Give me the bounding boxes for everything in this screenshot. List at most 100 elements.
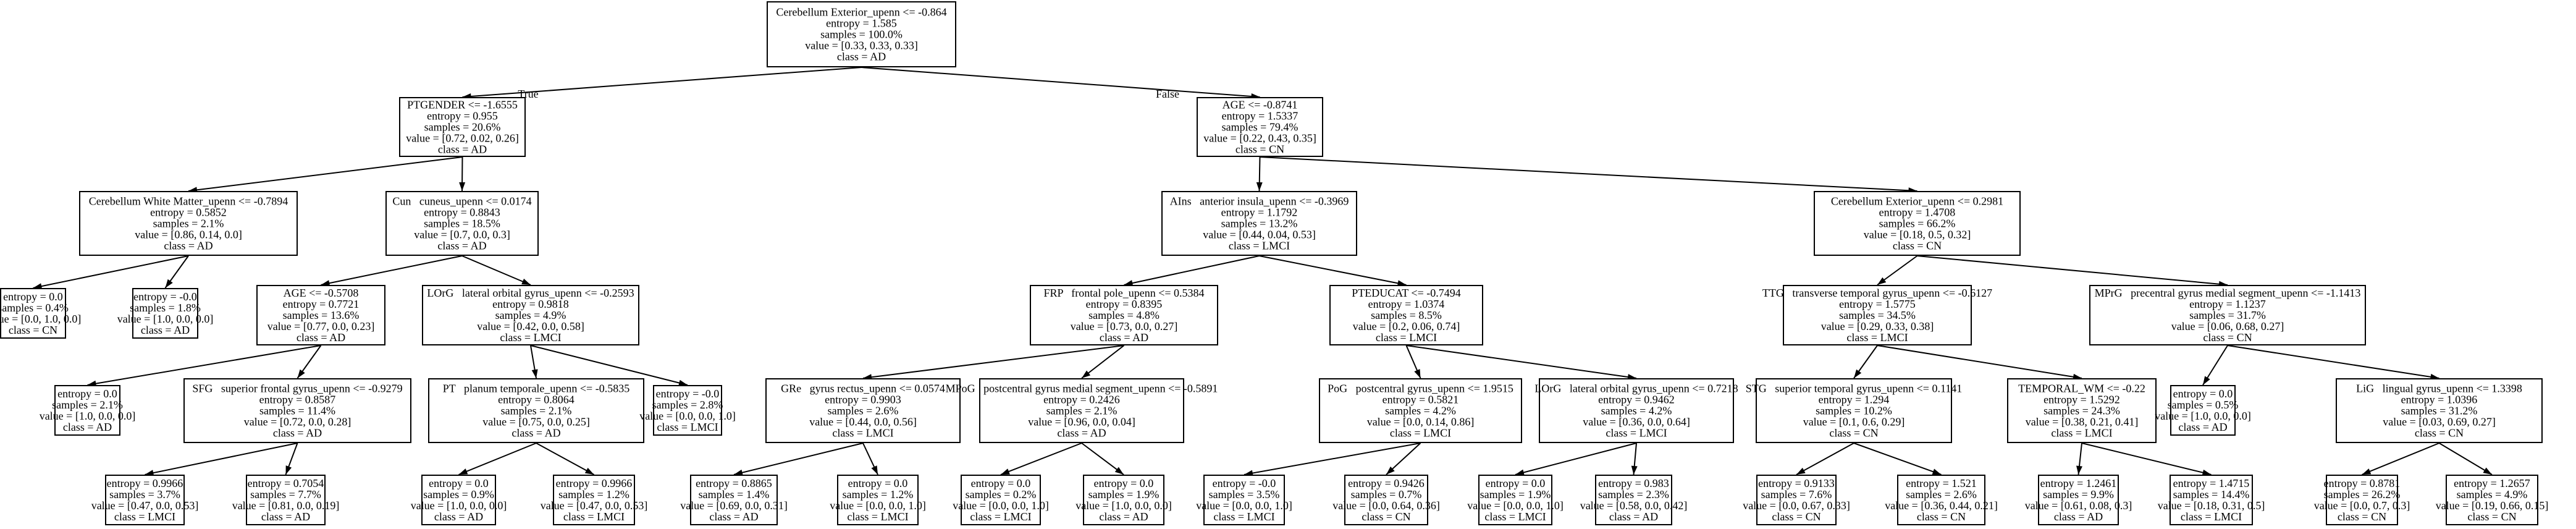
node-line: class = AD bbox=[1057, 427, 1106, 439]
node-line: entropy = 0.8865 bbox=[696, 477, 772, 489]
node-line: class = AD bbox=[2054, 510, 2103, 523]
edge-arrowhead bbox=[165, 279, 173, 288]
node-line: samples = 1.2% bbox=[558, 488, 629, 501]
edge-arrowhead bbox=[2203, 376, 2210, 385]
node-line: class = LMCI bbox=[1484, 510, 1546, 523]
edge-n5-n11 bbox=[1124, 255, 1260, 286]
edge-n6-n14 bbox=[1917, 255, 2228, 286]
node-line: value = [0.22, 0.43, 0.35] bbox=[1203, 132, 1316, 145]
node-box bbox=[1197, 97, 1323, 157]
node-line: entropy = 1.1792 bbox=[1221, 206, 1298, 219]
node-line: class = LMCI bbox=[1390, 427, 1451, 439]
node-line: value = [0.03, 0.69, 0.27] bbox=[2383, 416, 2496, 428]
edge-n16-n27 bbox=[145, 442, 298, 475]
node-line: GRe gyrus rectus_upenn <= 0.0574 bbox=[781, 383, 945, 395]
node-line: samples = 0.2% bbox=[966, 488, 1037, 501]
node-line: entropy = 0.983 bbox=[1598, 477, 1669, 489]
tree-node-n20: MPoG postcentral gyrus medial segment_up… bbox=[946, 378, 1218, 443]
edge-arrowhead bbox=[1397, 280, 1407, 287]
node-line: samples = 20.6% bbox=[424, 121, 501, 133]
edge-arrowhead bbox=[584, 467, 594, 475]
node-line: entropy = 0.0 bbox=[971, 477, 1031, 489]
node-line: entropy = 0.955 bbox=[427, 110, 498, 122]
node-line: entropy = 0.0 bbox=[1094, 477, 1154, 489]
node-box bbox=[54, 385, 120, 436]
edge-n20-n33 bbox=[1000, 442, 1082, 475]
node-line: LOrG lateral orbital gyrus_upenn <= 0.72… bbox=[1534, 383, 1738, 395]
tree-node-n5: AIns anterior insula_upenn <= -0.3969ent… bbox=[1161, 191, 1357, 256]
node-line: entropy = 0.8843 bbox=[424, 206, 500, 219]
node-box bbox=[1478, 475, 1552, 525]
node-line: value = [0.75, 0.0, 0.25] bbox=[482, 416, 590, 428]
node-box bbox=[2038, 475, 2119, 525]
node-line: class = AD bbox=[63, 421, 112, 433]
node-line: samples = 100.0% bbox=[820, 28, 903, 41]
edge-n19-n31 bbox=[733, 442, 864, 475]
node-line: class = LMCI bbox=[563, 510, 625, 523]
node-line: entropy = -0.0 bbox=[133, 290, 197, 303]
node-line: value = [0.18, 0.31, 0.5] bbox=[2158, 499, 2265, 512]
node-line: samples = 4.9% bbox=[2457, 488, 2528, 501]
edge-n12-n22 bbox=[1406, 345, 1637, 379]
node-line: entropy = 1.4715 bbox=[2173, 477, 2250, 489]
node-line: value = [0.2, 0.06, 0.74] bbox=[1353, 320, 1460, 332]
node-line: samples = 1.4% bbox=[699, 488, 770, 501]
node-line: AGE <= -0.8741 bbox=[1223, 99, 1298, 111]
node-box bbox=[0, 288, 66, 339]
node-line: value = [0.33, 0.33, 0.33] bbox=[805, 40, 918, 52]
edge-n26-n44 bbox=[2438, 442, 2493, 475]
node-line: class = AD bbox=[164, 240, 213, 252]
node-line: class = CN bbox=[1362, 510, 1410, 523]
edge-n0-n1 bbox=[462, 67, 862, 98]
node-box bbox=[837, 475, 919, 525]
node-line: entropy = 0.9966 bbox=[556, 477, 633, 489]
node-box bbox=[428, 378, 644, 443]
tree-node-n3: Cerebellum White Matter_upenn <= -0.7894… bbox=[79, 191, 298, 256]
node-line: value = [0.0, 0.0, 1.0] bbox=[1467, 499, 1564, 512]
node-line: entropy = 0.8064 bbox=[498, 394, 575, 406]
node-line: entropy = 0.9903 bbox=[825, 394, 901, 406]
node-box bbox=[183, 378, 411, 443]
node-line: class = AD bbox=[1100, 331, 1148, 344]
node-line: LiG lingual gyrus_upenn <= 1.3398 bbox=[2356, 383, 2522, 395]
node-line: value = [1.0, 0.0, 0.0] bbox=[117, 313, 214, 325]
node-line: value = [1.0, 0.0, 0.0] bbox=[40, 410, 136, 422]
node-line: class = AD bbox=[434, 510, 483, 523]
node-line: MPoG postcentral gyrus medial segment_up… bbox=[946, 383, 1218, 395]
node-line: class = LMCI bbox=[1213, 510, 1274, 523]
node-line: class = CN bbox=[9, 324, 57, 336]
node-line: entropy = 0.0 bbox=[57, 387, 117, 400]
node-line: value = [0.86, 0.14, 0.0] bbox=[135, 229, 242, 241]
edge-arrowhead bbox=[1932, 468, 1942, 475]
node-line: value = [0.77, 0.0, 0.23] bbox=[267, 320, 375, 332]
node-box bbox=[105, 475, 185, 525]
edge-arrowhead bbox=[1631, 465, 1638, 475]
node-line: samples = 10.2% bbox=[1816, 405, 1892, 417]
edge-n20-n34 bbox=[1081, 442, 1124, 475]
edge-arrowhead bbox=[2483, 467, 2492, 475]
node-line: samples = 24.3% bbox=[2044, 405, 2120, 417]
node-line: samples = 18.5% bbox=[424, 218, 500, 230]
node-line: samples = 3.7% bbox=[109, 488, 180, 501]
node-line: samples = 1.2% bbox=[843, 488, 914, 501]
node-line: samples = 13.2% bbox=[1221, 218, 1298, 230]
node-line: value = [0.19, 0.66, 0.15] bbox=[2436, 499, 2549, 512]
node-line: PTGENDER <= -1.6555 bbox=[407, 99, 518, 111]
tree-node-n26: LiG lingual gyrus_upenn <= 1.3398entropy… bbox=[2336, 378, 2543, 443]
node-box bbox=[1756, 378, 1952, 443]
node-line: entropy = 0.9818 bbox=[492, 298, 569, 310]
node-box bbox=[2089, 285, 2366, 345]
node-line: samples = 2.1% bbox=[1046, 405, 1118, 417]
node-line: entropy = 1.2657 bbox=[2454, 477, 2530, 489]
node-line: class = AD bbox=[261, 510, 310, 523]
node-line: value = [0.96, 0.0, 0.04] bbox=[1028, 416, 1135, 428]
edge-n26-n43 bbox=[2362, 442, 2439, 475]
